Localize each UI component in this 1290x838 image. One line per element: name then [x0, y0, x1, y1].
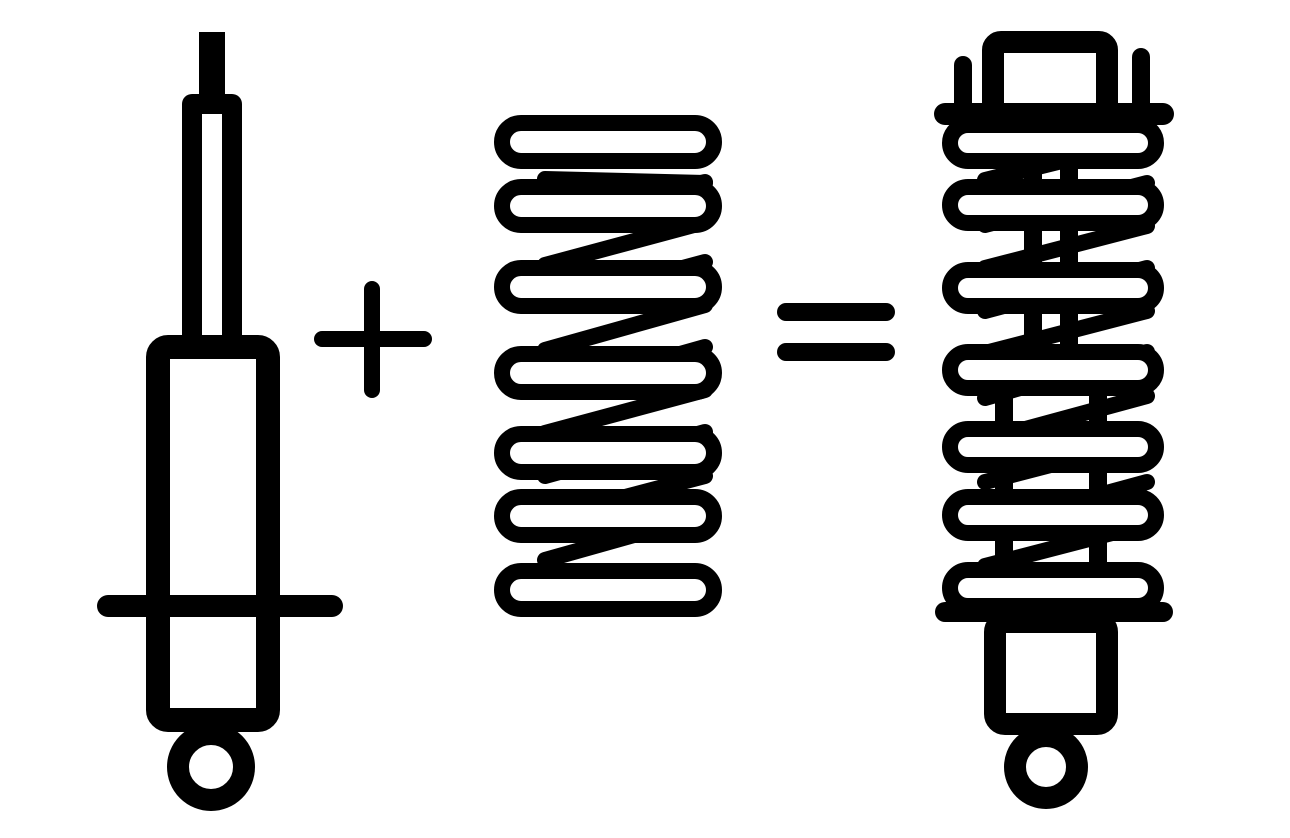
spring-loop: [494, 179, 722, 233]
coilover-spring-loop: [942, 562, 1164, 614]
spring-loop: [494, 115, 722, 169]
spring-loop: [494, 346, 722, 400]
plus-operator: [314, 281, 432, 398]
shock-body: [146, 335, 280, 732]
shock-absorber-icon: [97, 32, 343, 811]
shock-piston-rod: [182, 94, 242, 360]
shock-top-rod: [199, 32, 225, 104]
coilover-lower-body: [984, 611, 1118, 735]
coilover-spring-loop: [942, 421, 1164, 473]
coilover-eye-mount: [1004, 725, 1088, 809]
coilover-spring-loop: [942, 179, 1164, 231]
coilover-spring-loop: [942, 117, 1164, 169]
coilover-spring-loops: [942, 117, 1164, 614]
spring-loop: [494, 489, 722, 543]
coil-spring-icon: [494, 115, 722, 617]
equals-operator: [777, 303, 895, 361]
coilover-icon: [934, 31, 1174, 809]
shock-eye-mount: [167, 723, 255, 811]
coilover-spring-loop: [942, 344, 1164, 396]
coilover-spring-loop: [942, 262, 1164, 314]
spring-loop: [494, 260, 722, 314]
spring-loop: [494, 563, 722, 617]
spring-loop: [494, 426, 722, 480]
coilover-spring-loop: [942, 489, 1164, 541]
spring-loops: [494, 115, 722, 617]
